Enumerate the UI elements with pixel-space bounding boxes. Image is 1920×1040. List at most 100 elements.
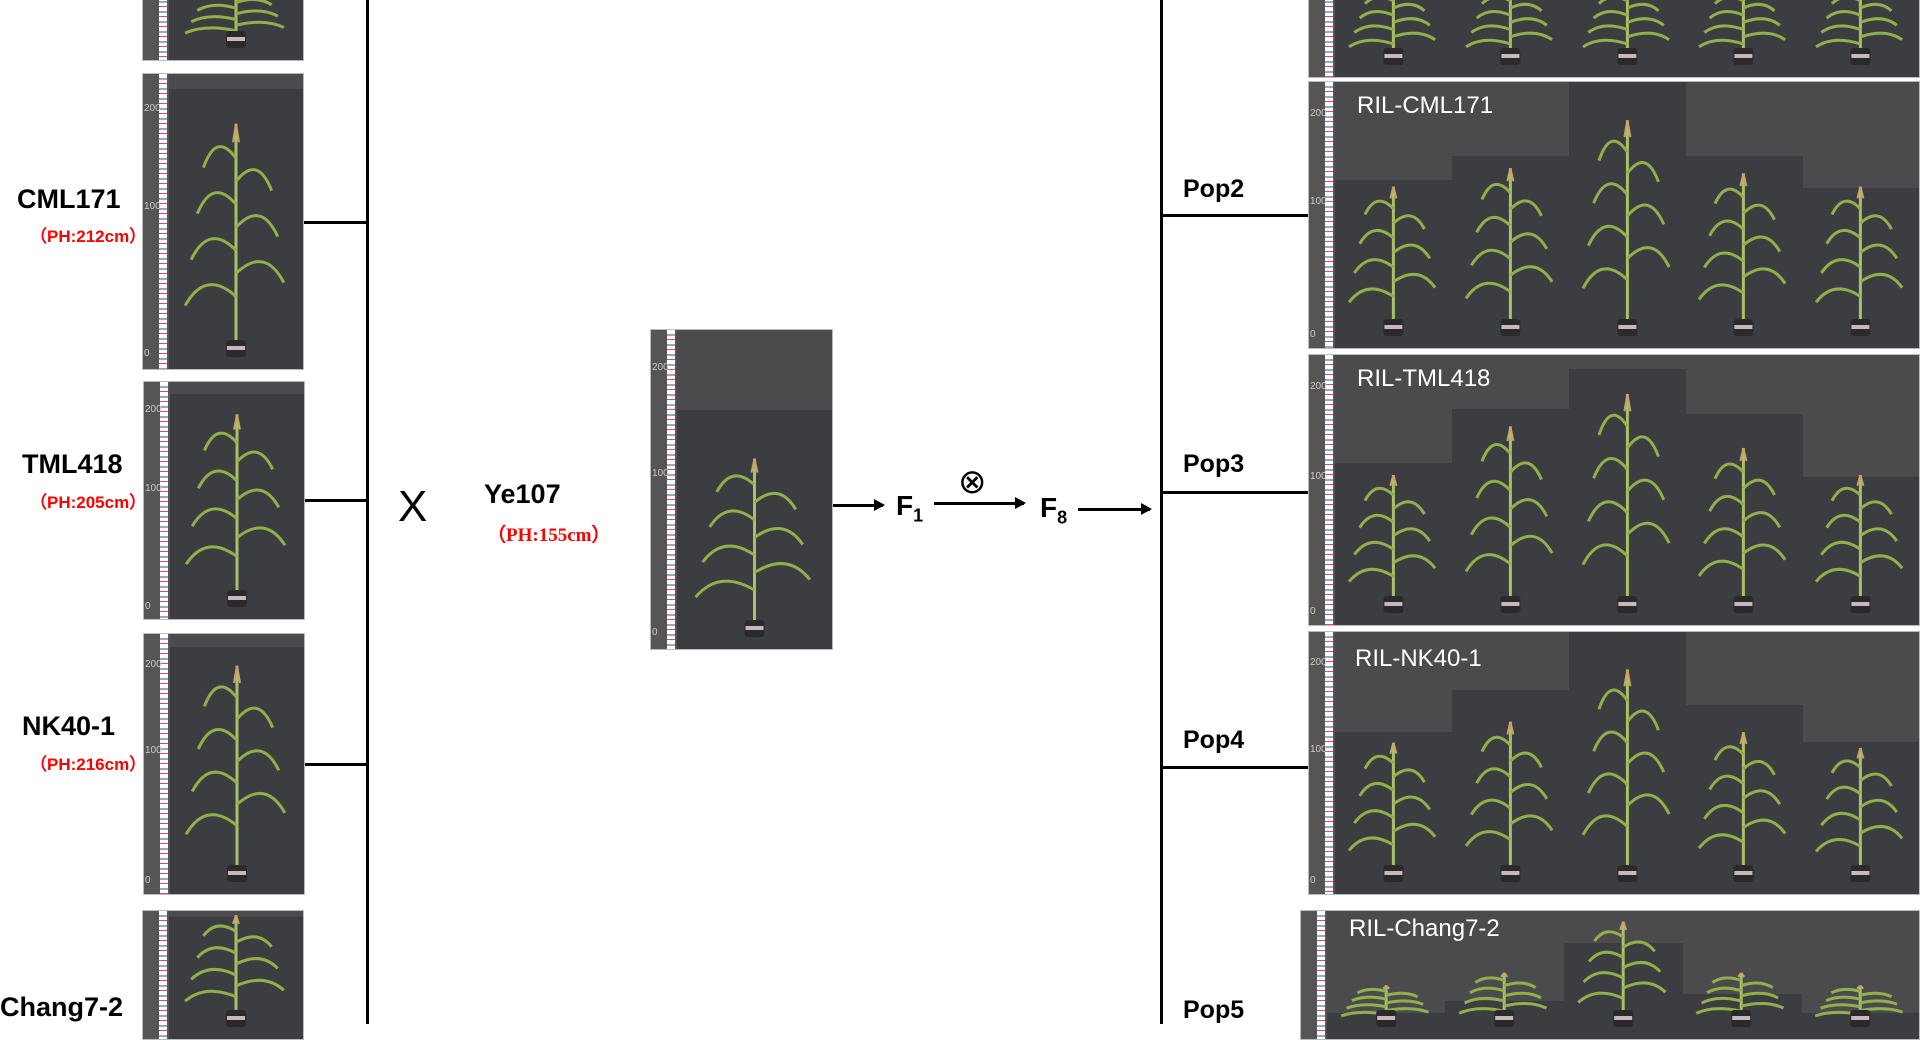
ril-label-nk40-1: RIL-NK40-1 [1355,645,1482,672]
ril-label-tml418: RIL-TML418 [1357,365,1491,392]
plant-image [1685,632,1802,894]
parents-bracket-vertical [366,0,369,1024]
maize-plant-icon [1581,120,1671,336]
height-ruler [143,911,169,1039]
common-parent-ph: （PH:155cm） [487,525,611,546]
plant-image [169,74,303,369]
arrow-to-f1 [833,499,885,511]
f8-subscript: 8 [1057,507,1068,528]
f1-subscript: 1 [913,505,924,526]
ruler-tick-label: 0 [145,601,151,613]
maize-plant-icon [1347,186,1437,336]
maize-plant-icon [1814,984,1903,1027]
maize-plant-icon [1464,167,1554,336]
parent-label-cml171: CML171 [17,184,121,214]
ril-label-chang7-2: RIL-Chang7-2 [1349,915,1500,942]
f1-label: F1 [896,490,923,527]
plant-image [1335,355,1452,625]
plant-image [170,634,304,894]
ruler-tick-label: 100 [1310,743,1327,755]
ruler-tick-label: 100 [1310,195,1327,207]
height-ruler [1301,911,1327,1039]
plant-image [169,0,303,60]
maize-plant-icon [1581,0,1670,65]
maize-plant-icon [1458,972,1548,1027]
plant-image [1335,0,1452,77]
maize-plant-icon [1698,447,1787,613]
parent-ph-cml171: （PH:212cm） [30,227,147,246]
selfing-symbol: ⊗ [958,463,987,501]
maize-plant-icon [1581,669,1671,882]
f1-text: F [896,490,914,521]
maize-plant-icon [1815,747,1904,882]
ril-panel-top-cropped [1308,0,1920,78]
connector-pop2 [1161,214,1308,217]
plant-image [1685,0,1802,77]
plant-image [1801,911,1919,1039]
maize-plant-icon [1698,0,1787,65]
plant-image [1685,82,1802,348]
maize-plant-icon [184,665,287,882]
plant-image [1327,911,1445,1039]
plant-image [1802,632,1919,894]
ruler-tick-label: 0 [1310,328,1316,340]
height-ruler [1309,0,1335,77]
plant-image [1569,0,1686,77]
pop-label-pop3: Pop3 [1183,450,1245,478]
maize-plant-icon [1815,186,1904,336]
plant-image [1569,82,1686,348]
ruler-tick-label: 200 [1310,107,1327,119]
maize-plant-icon [1698,732,1787,882]
parent-label-nk40-1: NK40-1 [22,711,116,741]
plant-image [1802,355,1919,625]
ruler-tick-label: 0 [1310,605,1316,617]
maize-plant-icon [1695,972,1785,1027]
plant-image [1452,355,1569,625]
plant-image [1452,0,1569,77]
plant-image [1445,911,1563,1039]
connector-pop4 [1161,766,1308,769]
plant-image [1452,82,1569,348]
plant-image [1802,0,1919,77]
ruler-tick-label: 200 [652,362,669,374]
ruler-tick-label: 0 [144,348,150,360]
maize-plant-icon [184,414,287,607]
parent-label-tml418: TML418 [22,449,123,479]
connector-tml418 [305,499,368,502]
maize-plant-icon [1464,721,1554,882]
f8-label: F8 [1040,492,1067,529]
maize-plant-icon [694,458,812,637]
maize-plant-icon [183,123,286,357]
maize-plant-icon [1581,393,1671,613]
cross-symbol: X [398,482,428,531]
parent-ph-tml418: （PH:205cm） [30,493,147,512]
common-parent-label: Ye107 [484,479,561,509]
plant-image [1335,82,1452,348]
ruler-tick-label: 200 [145,659,162,671]
parent-label-chang7-2: Chang7-2 [0,992,124,1022]
maize-plant-icon [1815,0,1904,65]
ruler-tick-label: 200 [1310,657,1327,669]
maize-plant-icon [1698,173,1787,336]
plant-image [1452,632,1569,894]
ril-panel-chang7-2: RIL-Chang7-2 [1300,910,1920,1040]
maize-plant-icon [1347,742,1437,882]
maize-plant-icon [1347,474,1437,613]
connector-nk40-1 [305,763,368,766]
ruler-tick-label: 0 [652,627,658,639]
maize-plant-icon [1340,984,1430,1027]
maize-plant-icon [184,0,285,48]
ruler-tick-label: 0 [145,875,151,886]
maize-plant-icon [1464,0,1553,65]
